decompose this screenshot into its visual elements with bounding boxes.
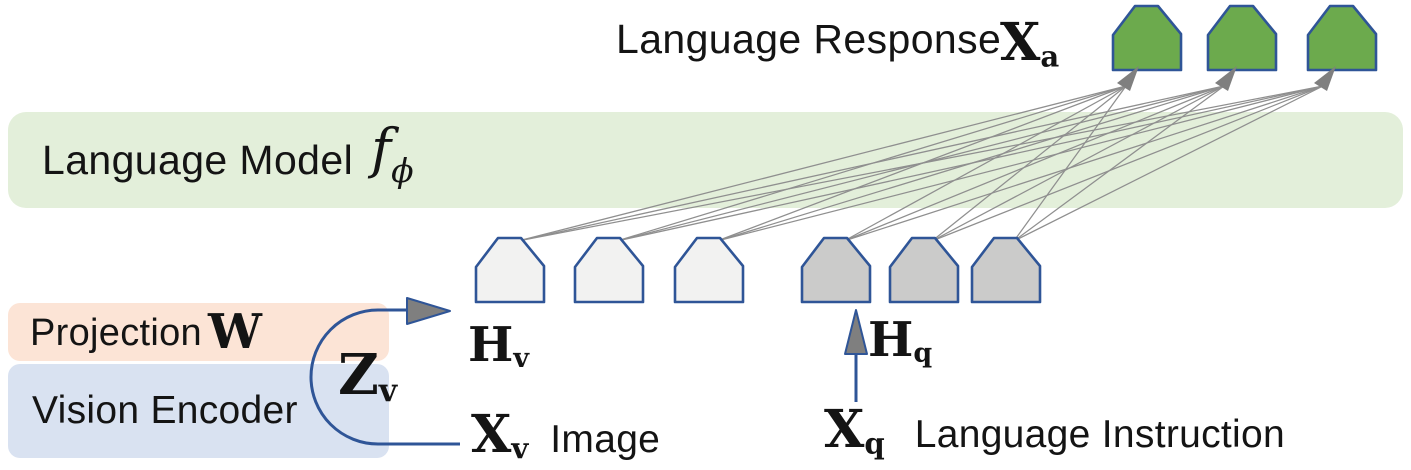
image-label: Image	[550, 418, 661, 461]
arrow-right-icon	[406, 297, 451, 325]
hv-symbol: Hv	[468, 317, 529, 374]
instruction-token	[800, 236, 872, 304]
projection-band: Projection W	[8, 303, 389, 361]
response-token	[1111, 4, 1183, 72]
xq-caption: Xq Language Instruction	[824, 399, 1285, 460]
hq-symbol: Hq	[868, 312, 933, 369]
language-response-label: Language Response	[616, 16, 1002, 62]
instruction-token	[888, 236, 960, 304]
attention-lines	[517, 85, 1324, 242]
response-arrowheads	[1117, 66, 1336, 91]
xv-caption: Xv Image	[471, 404, 660, 465]
visual-token	[673, 236, 745, 304]
response-token	[1306, 4, 1378, 72]
language-instruction-label: Language Instruction	[914, 413, 1285, 456]
vision-encoder-label: Vision Encoder	[32, 389, 298, 432]
arrowhead-up-icon	[1117, 66, 1139, 91]
vision-encoder-band: Vision Encoder	[8, 364, 389, 458]
arrowhead-up-icon	[1215, 66, 1237, 91]
zv-symbol: Zv	[338, 342, 398, 409]
visual-token	[573, 236, 645, 304]
zv-flow-arrow	[309, 297, 460, 446]
arrowhead-up-icon	[1314, 66, 1336, 91]
language-model-label: Language Model	[42, 136, 354, 183]
xv-symbol: Xv	[471, 404, 529, 466]
xq-symbol: Xq	[824, 399, 885, 461]
arrow-up-icon	[844, 309, 868, 355]
response-tokens	[1111, 4, 1378, 72]
w-symbol: W	[207, 303, 262, 360]
visual-tokens	[474, 236, 745, 304]
projection-label: Projection	[30, 312, 202, 354]
language-model-band: Language Model fϕ	[8, 112, 1403, 208]
response-token	[1206, 4, 1278, 72]
visual-token	[474, 236, 546, 304]
xq-flow-arrow	[844, 309, 868, 402]
instruction-token	[970, 236, 1042, 304]
xa-symbol: Xa	[1000, 12, 1060, 74]
instruction-tokens	[800, 236, 1042, 304]
f-phi-symbol: fϕ	[371, 117, 414, 190]
